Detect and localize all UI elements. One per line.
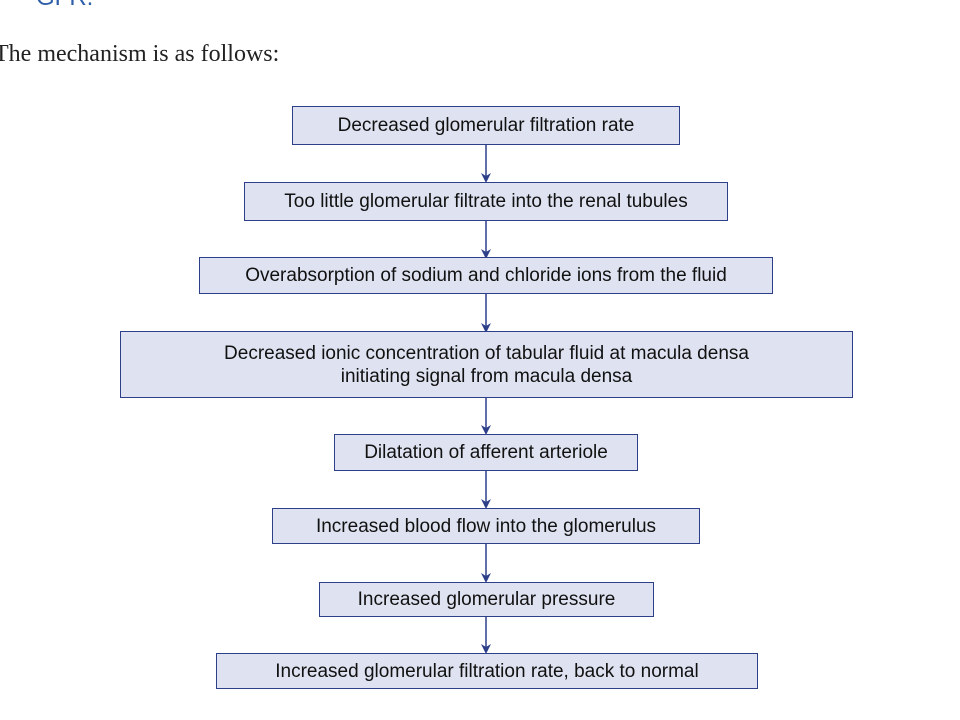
- section-heading-fragment: GFR.: [36, 0, 93, 10]
- intro-text: The mechanism is as follows:: [0, 41, 280, 67]
- step-box-3: Overabsorption of sodium and chloride io…: [199, 257, 773, 294]
- step-box-2: Too little glomerular filtrate into the …: [244, 182, 728, 221]
- step-box-6: Increased blood flow into the glomerulus: [272, 508, 700, 544]
- step-box-1: Decreased glomerular filtration rate: [292, 106, 680, 145]
- step-box-5: Dilatation of afferent arteriole: [334, 434, 638, 471]
- step-box-8: Increased glomerular filtration rate, ba…: [216, 653, 758, 689]
- step-box-4: Decreased ionic concentration of tabular…: [120, 331, 853, 398]
- step-box-7: Increased glomerular pressure: [319, 582, 654, 617]
